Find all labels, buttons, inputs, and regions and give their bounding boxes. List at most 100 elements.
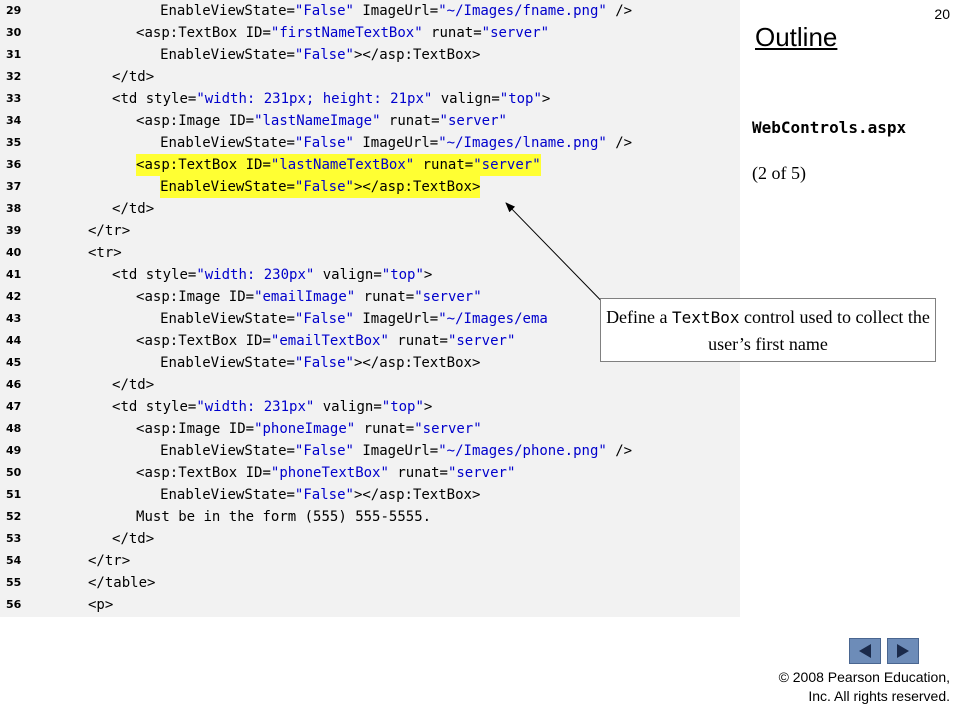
code-token: valign= bbox=[314, 399, 382, 415]
code-token: <asp:TextBox ID= bbox=[136, 333, 271, 349]
code-token: > bbox=[423, 267, 433, 283]
code-line: 41<td style="width: 230px" valign="top"> bbox=[0, 264, 740, 286]
callout-box: Define a TextBox control used to collect… bbox=[600, 298, 936, 362]
code-text: <asp:Image ID="phoneImage" runat="server… bbox=[136, 418, 482, 440]
code-attribute-value: "False" bbox=[294, 487, 354, 503]
code-attribute-value: "server" bbox=[447, 465, 516, 481]
line-number: 37 bbox=[6, 180, 22, 193]
code-attribute-value: "emailImage" bbox=[254, 289, 356, 305]
line-number: 35 bbox=[6, 136, 22, 149]
code-token: EnableViewState= bbox=[160, 3, 295, 19]
code-attribute-value: "~/Images/ema bbox=[438, 311, 548, 327]
code-line: 32</td> bbox=[0, 66, 740, 88]
copyright: © 2008 Pearson Education, Inc. All right… bbox=[779, 668, 950, 706]
code-attribute-value: "~/Images/phone.png" bbox=[438, 443, 607, 459]
line-number: 44 bbox=[6, 334, 22, 347]
code-attribute-value: "server" bbox=[481, 25, 550, 41]
code-attribute-value: "False" bbox=[294, 355, 354, 371]
line-number: 46 bbox=[6, 378, 22, 391]
code-attribute-value: "lastNameTextBox" bbox=[270, 157, 415, 173]
code-attribute-value: "~/Images/fname.png" bbox=[438, 3, 607, 19]
code-token: runat= bbox=[355, 421, 415, 437]
callout-text-before: Define a bbox=[606, 307, 673, 327]
code-text: <td style="width: 230px" valign="top"> bbox=[112, 264, 432, 286]
line-number: 49 bbox=[6, 444, 22, 457]
code-line: 36 <asp:TextBox ID="lastNameTextBox" runa… bbox=[0, 154, 740, 176]
code-text: </td> bbox=[112, 528, 154, 550]
code-token: runat= bbox=[388, 465, 448, 481]
code-attribute-value: "lastNameImage" bbox=[254, 113, 381, 129]
code-line: 39 </tr> bbox=[0, 220, 740, 242]
code-text: </td> bbox=[112, 198, 154, 220]
line-number: 47 bbox=[6, 400, 22, 413]
previous-slide-button[interactable] bbox=[849, 638, 881, 664]
code-text: EnableViewState="False"></asp:TextBox> bbox=[160, 44, 480, 66]
code-text: </td> bbox=[112, 66, 154, 88]
code-token: EnableViewState= bbox=[160, 443, 295, 459]
code-token: runat= bbox=[414, 157, 474, 173]
line-number: 50 bbox=[6, 466, 22, 479]
code-token: ImageUrl= bbox=[353, 443, 439, 459]
code-attribute-value: "phoneImage" bbox=[254, 421, 356, 437]
code-token: /> bbox=[606, 3, 633, 19]
code-text: </table> bbox=[88, 572, 155, 594]
code-attribute-value: "server" bbox=[439, 113, 507, 129]
code-line: 55</table> bbox=[0, 572, 740, 594]
code-token: EnableViewState= bbox=[160, 179, 295, 195]
code-token: <asp:TextBox ID= bbox=[136, 157, 271, 173]
code-text: <td style="width: 231px" valign="top"> bbox=[112, 396, 432, 418]
code-token: runat= bbox=[422, 25, 482, 41]
code-line: 47 <td style="width: 231px" valign="top"> bbox=[0, 396, 740, 418]
code-token: <asp:TextBox ID= bbox=[136, 465, 271, 481]
code-attribute-value: "server" bbox=[414, 289, 482, 305]
code-line: 33<td style="width: 231px; height: 21px"… bbox=[0, 88, 740, 110]
code-line: 53 </td> bbox=[0, 528, 740, 550]
line-number: 52 bbox=[6, 510, 22, 523]
code-attribute-value: "top" bbox=[381, 267, 424, 283]
code-text: EnableViewState="False"></asp:TextBox> bbox=[160, 484, 480, 506]
code-token: </td> bbox=[112, 531, 155, 547]
code-text: EnableViewState="False"></asp:TextBox> bbox=[160, 352, 480, 374]
code-line: 51 EnableViewState="False"></asp:TextBox> bbox=[0, 484, 740, 506]
code-token: ></asp:TextBox> bbox=[353, 47, 481, 63]
code-attribute-value: "width: 230px" bbox=[196, 267, 315, 283]
code-text: <asp:TextBox ID="firstNameTextBox" runat… bbox=[136, 22, 549, 44]
code-token: <td style= bbox=[112, 267, 197, 283]
line-number: 33 bbox=[6, 92, 22, 105]
code-attribute-value: "phoneTextBox" bbox=[270, 465, 389, 481]
code-token: > bbox=[541, 91, 551, 107]
line-number: 36 bbox=[6, 158, 22, 171]
code-token: </table> bbox=[88, 575, 156, 591]
code-line: 46</td> bbox=[0, 374, 740, 396]
callout-text-after: control used to collect the user’s first… bbox=[708, 307, 930, 354]
code-token: </tr> bbox=[88, 223, 131, 239]
code-token: > bbox=[423, 399, 433, 415]
line-number: 39 bbox=[6, 224, 22, 237]
code-text: <asp:TextBox ID="lastNameTextBox" runat=… bbox=[136, 154, 541, 176]
line-number: 34 bbox=[6, 114, 22, 127]
code-line: 54</tr> bbox=[0, 550, 740, 572]
code-token: /> bbox=[606, 135, 633, 151]
next-slide-button[interactable] bbox=[887, 638, 919, 664]
code-line: 48<asp:Image ID="phoneImage" runat="serv… bbox=[0, 418, 740, 440]
code-text: </tr> bbox=[88, 550, 130, 572]
code-text: <tr> bbox=[88, 242, 122, 264]
triangle-left-icon bbox=[859, 644, 871, 658]
code-attribute-value: "server" bbox=[473, 157, 541, 173]
code-token: EnableViewState= bbox=[160, 487, 295, 503]
line-number: 53 bbox=[6, 532, 22, 545]
code-attribute-value: "server" bbox=[447, 333, 516, 349]
line-number: 51 bbox=[6, 488, 22, 501]
code-token: EnableViewState= bbox=[160, 135, 295, 151]
code-attribute-value: "firstNameTextBox" bbox=[270, 25, 423, 41]
code-token: runat= bbox=[380, 113, 440, 129]
code-token: <td style= bbox=[112, 399, 197, 415]
code-attribute-value: "width: 231px" bbox=[196, 399, 315, 415]
line-number: 31 bbox=[6, 48, 22, 61]
code-line: 31 EnableViewState="False"></asp:TextBox> bbox=[0, 44, 740, 66]
copyright-line-2: Inc. All rights reserved. bbox=[808, 688, 950, 704]
code-text: EnableViewState="False" ImageUrl="~/Imag… bbox=[160, 132, 632, 154]
